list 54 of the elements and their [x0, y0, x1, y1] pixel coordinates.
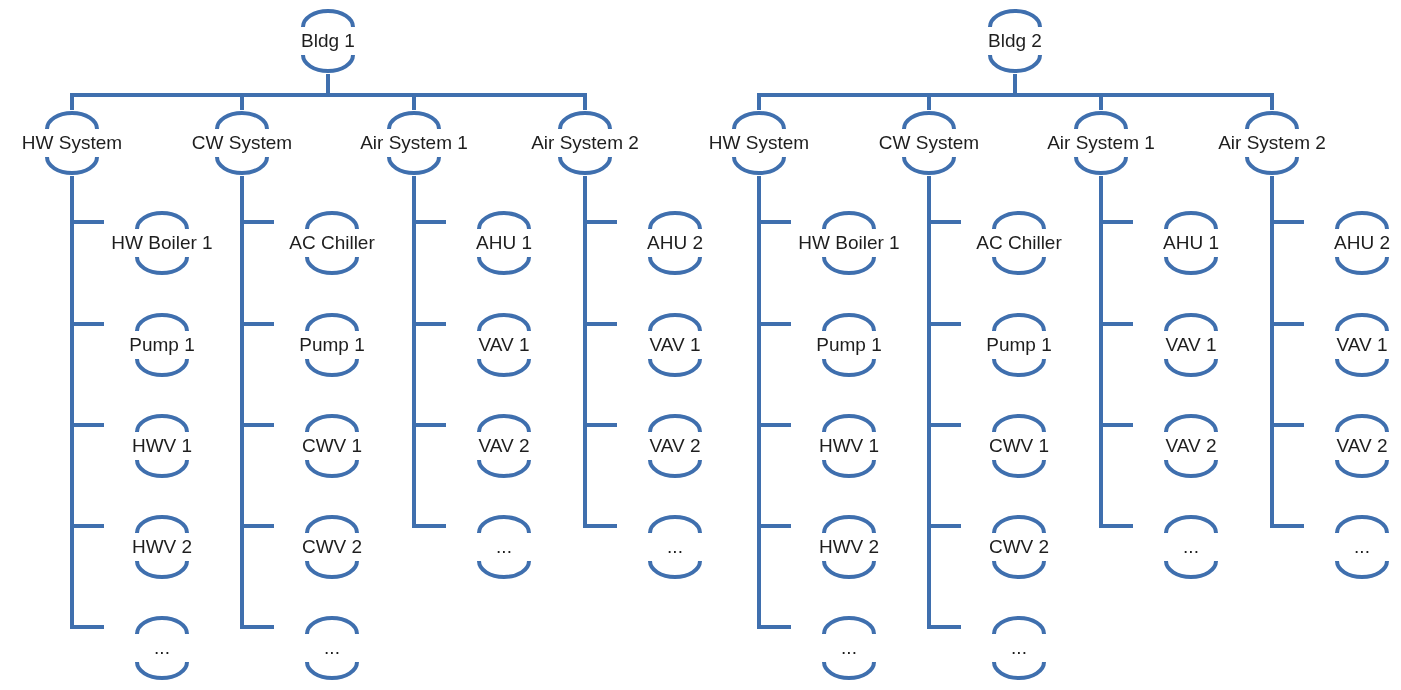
bracketed-node: Pump 1: [961, 312, 1077, 378]
bracketed-node: AHU 1: [446, 210, 562, 276]
bracketed-node: AC Chiller: [274, 210, 390, 276]
connector-line: [412, 176, 446, 528]
bracketed-node: HW System: [10, 110, 134, 176]
bracketed-node: VAV 1: [1304, 312, 1401, 378]
connector-line: [757, 176, 791, 629]
connector-line: [583, 176, 617, 528]
bracketed-node: CWV 2: [961, 514, 1077, 580]
connector-line: [70, 176, 104, 629]
connector-line: [927, 176, 961, 629]
bracketed-node: ...: [446, 514, 562, 580]
bracketed-node: HW System: [697, 110, 821, 176]
bracketed-node: Bldg 1: [268, 8, 388, 74]
bracketed-node: HW Boiler 1: [104, 210, 220, 276]
bracketed-node: HWV 1: [104, 413, 220, 479]
bracketed-node: AHU 1: [1133, 210, 1249, 276]
connector-line: [1270, 176, 1304, 528]
bracketed-node: AC Chiller: [961, 210, 1077, 276]
bracketed-node: CWV 2: [274, 514, 390, 580]
bracketed-node: CW System: [180, 110, 304, 176]
bracketed-node: HWV 2: [104, 514, 220, 580]
bracketed-node: VAV 2: [1304, 413, 1401, 479]
bracketed-node: Air System 1: [352, 110, 476, 176]
bracketed-node: Air System 1: [1039, 110, 1163, 176]
bracketed-node: ...: [961, 615, 1077, 681]
bracketed-node: VAV 1: [617, 312, 733, 378]
connector-line: [240, 176, 274, 629]
bracketed-node: VAV 2: [446, 413, 562, 479]
bracketed-node: CWV 1: [274, 413, 390, 479]
bracketed-node: Pump 1: [104, 312, 220, 378]
bracketed-node: CWV 1: [961, 413, 1077, 479]
bracketed-node: VAV 1: [446, 312, 562, 378]
bracketed-node: VAV 2: [617, 413, 733, 479]
bracketed-node: ...: [104, 615, 220, 681]
bracketed-node: VAV 2: [1133, 413, 1249, 479]
bracketed-node: VAV 1: [1133, 312, 1249, 378]
bracketed-node: HWV 1: [791, 413, 907, 479]
bracketed-node: Pump 1: [791, 312, 907, 378]
bracketed-node: ...: [791, 615, 907, 681]
bracketed-node: ...: [617, 514, 733, 580]
bracketed-node: HW Boiler 1: [791, 210, 907, 276]
bracketed-node: HWV 2: [791, 514, 907, 580]
bracketed-node: Pump 1: [274, 312, 390, 378]
bracketed-node: Air System 2: [1210, 110, 1334, 176]
bracketed-node: Bldg 2: [955, 8, 1075, 74]
bracketed-node: AHU 2: [617, 210, 733, 276]
connector-line: [1099, 176, 1133, 528]
bracketed-node: CW System: [867, 110, 991, 176]
bracketed-node: AHU 2: [1304, 210, 1401, 276]
bracketed-node: Air System 2: [523, 110, 647, 176]
bracketed-node: ...: [274, 615, 390, 681]
bracketed-node: ...: [1304, 514, 1401, 580]
bracketed-node: ...: [1133, 514, 1249, 580]
